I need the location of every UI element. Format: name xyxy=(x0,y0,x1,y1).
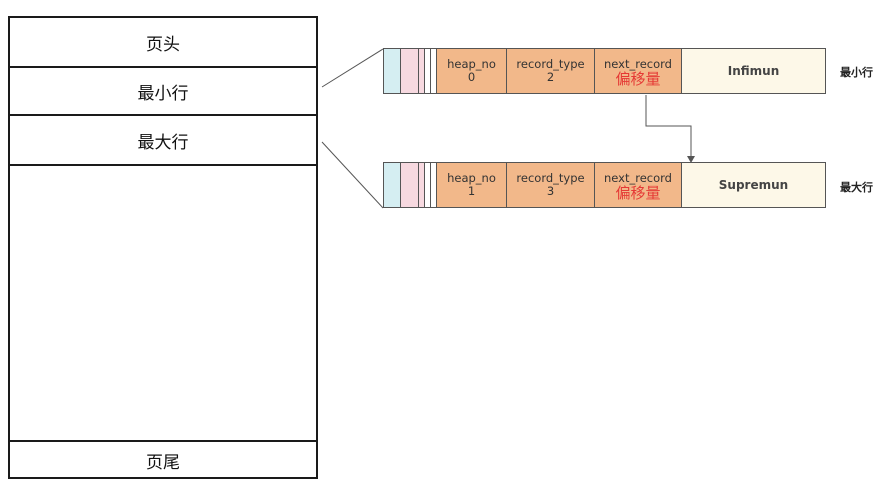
record-name: Infimun xyxy=(682,49,825,93)
record-header-block xyxy=(425,163,431,207)
record-header-block xyxy=(425,49,431,93)
next-record-offset: 偏移量 xyxy=(615,184,661,202)
heap-no-value: 1 xyxy=(467,184,476,198)
record-header-block xyxy=(419,163,425,207)
record-type-value: 3 xyxy=(546,184,555,198)
record-name-text: Infimun xyxy=(727,64,780,78)
next-record-label: next_record xyxy=(604,171,672,185)
record-header-block xyxy=(431,163,437,207)
pointer-arrowhead xyxy=(687,156,695,163)
page-header-label: 页头 xyxy=(146,34,180,55)
record-type-field: record_type 2 xyxy=(507,49,595,93)
record-header-block xyxy=(431,49,437,93)
page-structure: 页头 最小行 最大行 页尾 xyxy=(8,16,318,479)
record-name: Supremun xyxy=(682,163,825,207)
next-record-field: next_record 偏移量 xyxy=(595,49,682,93)
infimum-row: 最小行 xyxy=(10,68,316,116)
record-header-block xyxy=(384,163,401,207)
page-trailer-label: 页尾 xyxy=(146,453,180,473)
record-header-block xyxy=(384,49,401,93)
next-record-label: next_record xyxy=(604,57,672,71)
connector-supremum xyxy=(321,141,384,209)
supremum-row: 最大行 xyxy=(10,116,316,166)
supremum-side-label: 最大行 xyxy=(840,181,873,194)
record-type-value: 2 xyxy=(546,70,555,84)
infimum-row-label: 最小行 xyxy=(137,83,189,104)
record-header-block xyxy=(419,49,425,93)
page-trailer: 页尾 xyxy=(10,440,316,479)
record-header-block xyxy=(401,163,419,207)
heap-no-label: heap_no xyxy=(447,57,496,71)
page-header: 页头 xyxy=(10,18,316,68)
record-type-field: record_type 3 xyxy=(507,163,595,207)
next-record-field: next_record 偏移量 xyxy=(595,163,682,207)
record-header-block xyxy=(401,49,419,93)
record-name-text: Supremun xyxy=(718,178,789,192)
record-type-label: record_type xyxy=(516,57,585,71)
supremum-row-label: 最大行 xyxy=(137,132,189,153)
infimum-side-label: 最小行 xyxy=(840,66,873,79)
supremum-record: heap_no 1 record_type 3 next_record 偏移量 … xyxy=(383,162,826,208)
next-record-offset: 偏移量 xyxy=(615,70,661,88)
record-type-label: record_type xyxy=(516,171,585,185)
heap-no-label: heap_no xyxy=(447,171,496,185)
heap-no-value: 0 xyxy=(467,70,476,84)
heap-no-field: heap_no 0 xyxy=(437,49,507,93)
next-record-pointer xyxy=(645,95,692,158)
heap-no-field: heap_no 1 xyxy=(437,163,507,207)
infimum-record: heap_no 0 record_type 2 next_record 偏移量 … xyxy=(383,48,826,94)
connector-infimum xyxy=(321,48,384,88)
